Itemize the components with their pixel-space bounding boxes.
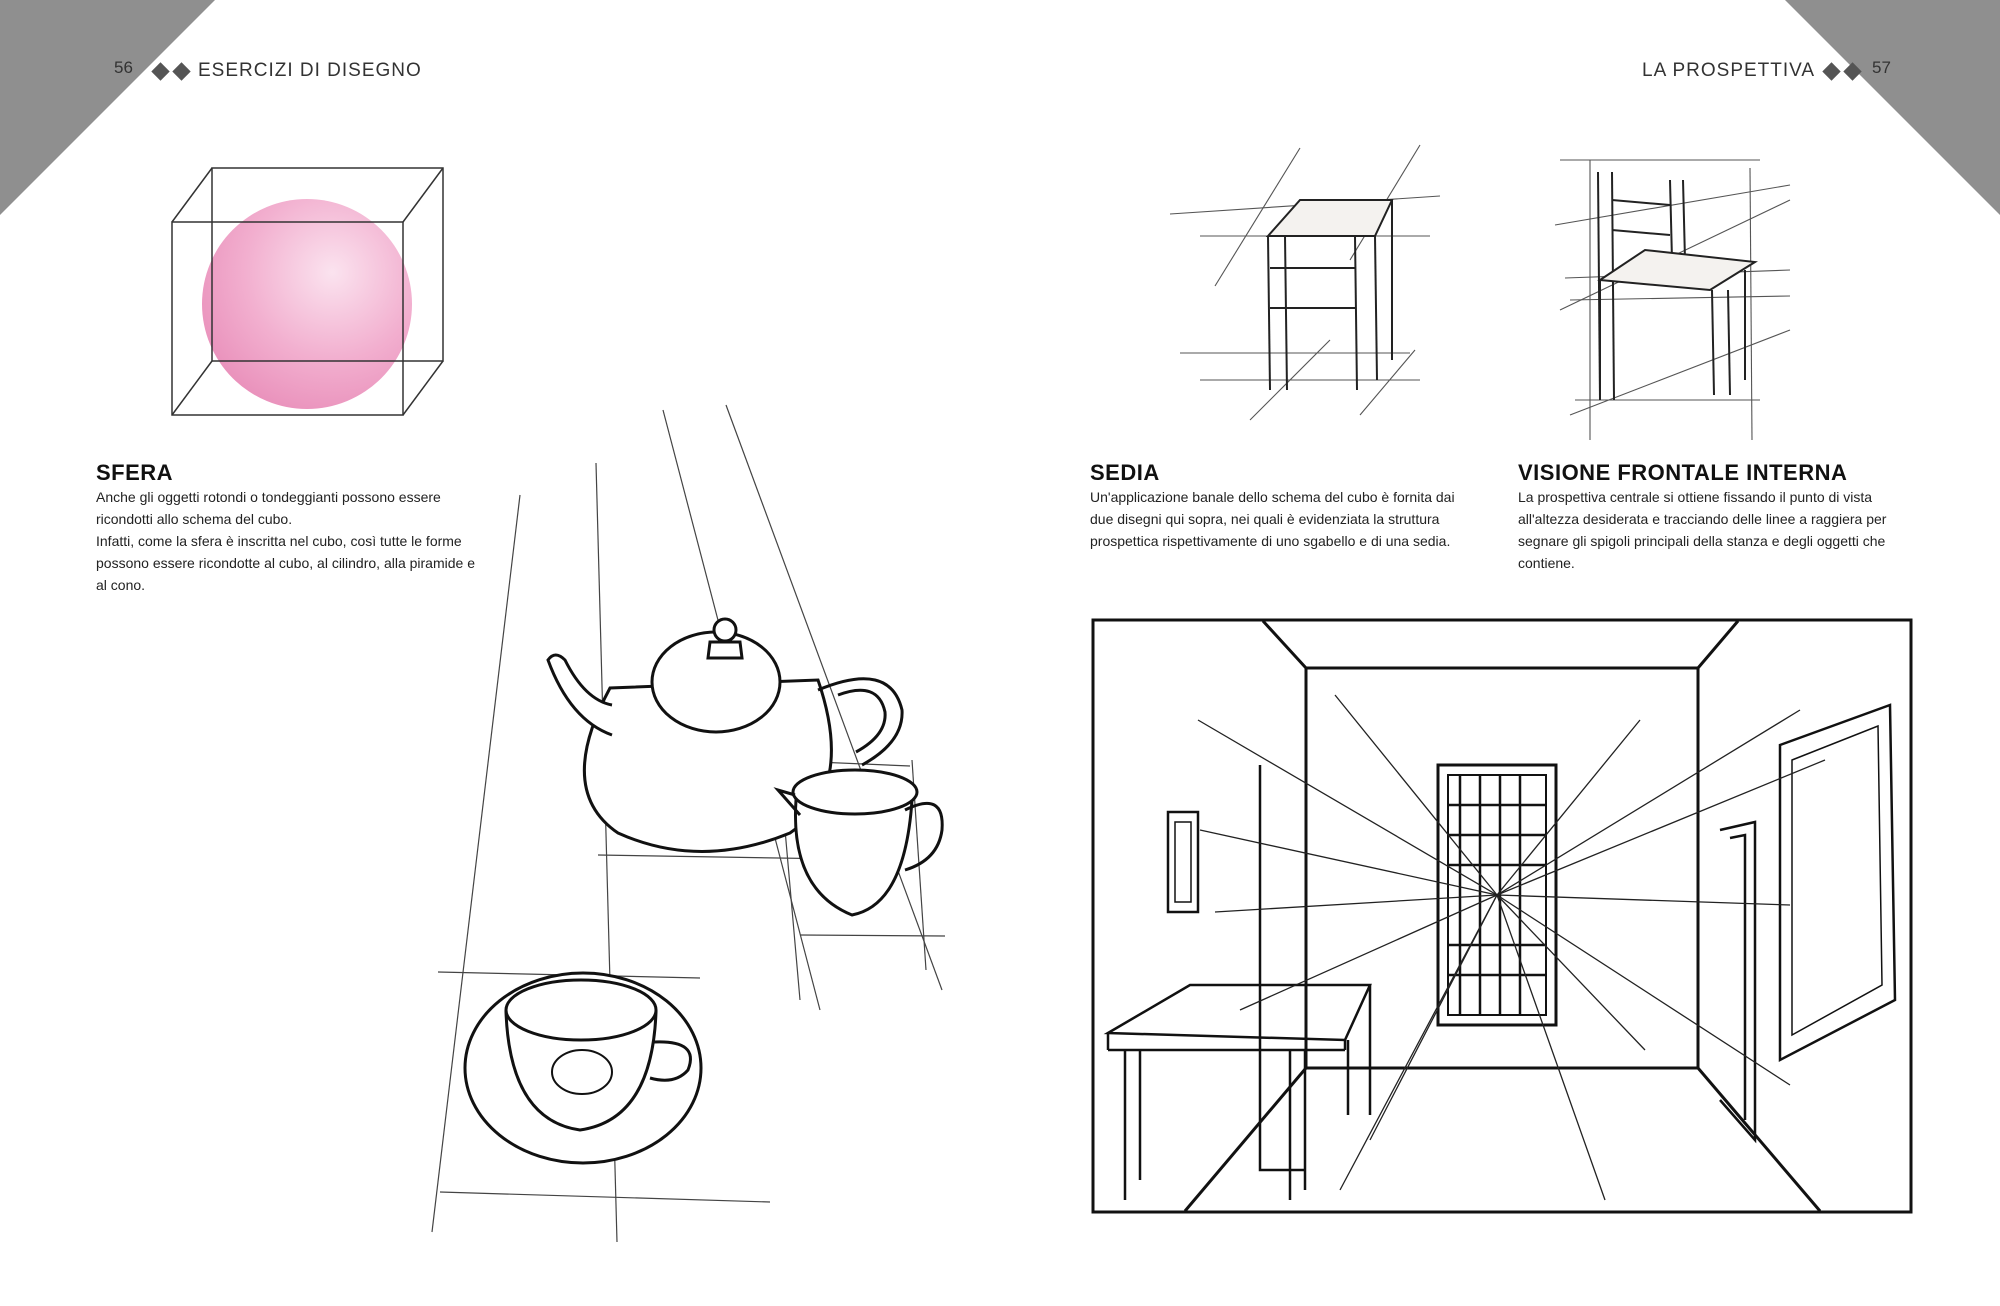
sphere-text: Anche gli oggetti rotondi o tondeggianti… [96, 486, 476, 596]
interior-text: La prospettiva centrale si ottiene fissa… [1518, 486, 1933, 574]
sphere-paragraph: Anche gli oggetti rotondi o tondeggianti… [96, 489, 441, 527]
page-number-left: 56 [114, 58, 133, 77]
running-head-right-text: LA PROSPETTIVA [1642, 60, 1816, 81]
chair-text: Un'applicazione banale dello schema del … [1090, 486, 1475, 552]
page-number-right: 57 [1872, 58, 1891, 77]
sphere-heading: SFERA [96, 460, 174, 485]
chair-paragraph: Un'applicazione banale dello schema del … [1090, 489, 1455, 549]
chair-heading: SEDIA [1090, 460, 1160, 485]
diamond-icon [172, 61, 191, 81]
diamond-icon [151, 61, 170, 81]
running-head-right: LA PROSPETTIVA [1642, 60, 1863, 82]
corner-triangle-right [1785, 0, 2000, 215]
corner-triangle-left [0, 0, 215, 215]
diamond-icon [1843, 61, 1862, 81]
sphere-paragraph: Infatti, come la sfera è inscritta nel c… [96, 533, 475, 593]
interior-heading: VISIONE FRONTALE INTERNA [1518, 460, 1848, 485]
interior-paragraph: La prospettiva centrale si ottiene fissa… [1518, 489, 1887, 571]
diamond-icon [1822, 61, 1841, 81]
running-head-left: ESERCIZI DI DISEGNO [150, 60, 422, 82]
running-head-left-text: ESERCIZI DI DISEGNO [198, 60, 422, 81]
